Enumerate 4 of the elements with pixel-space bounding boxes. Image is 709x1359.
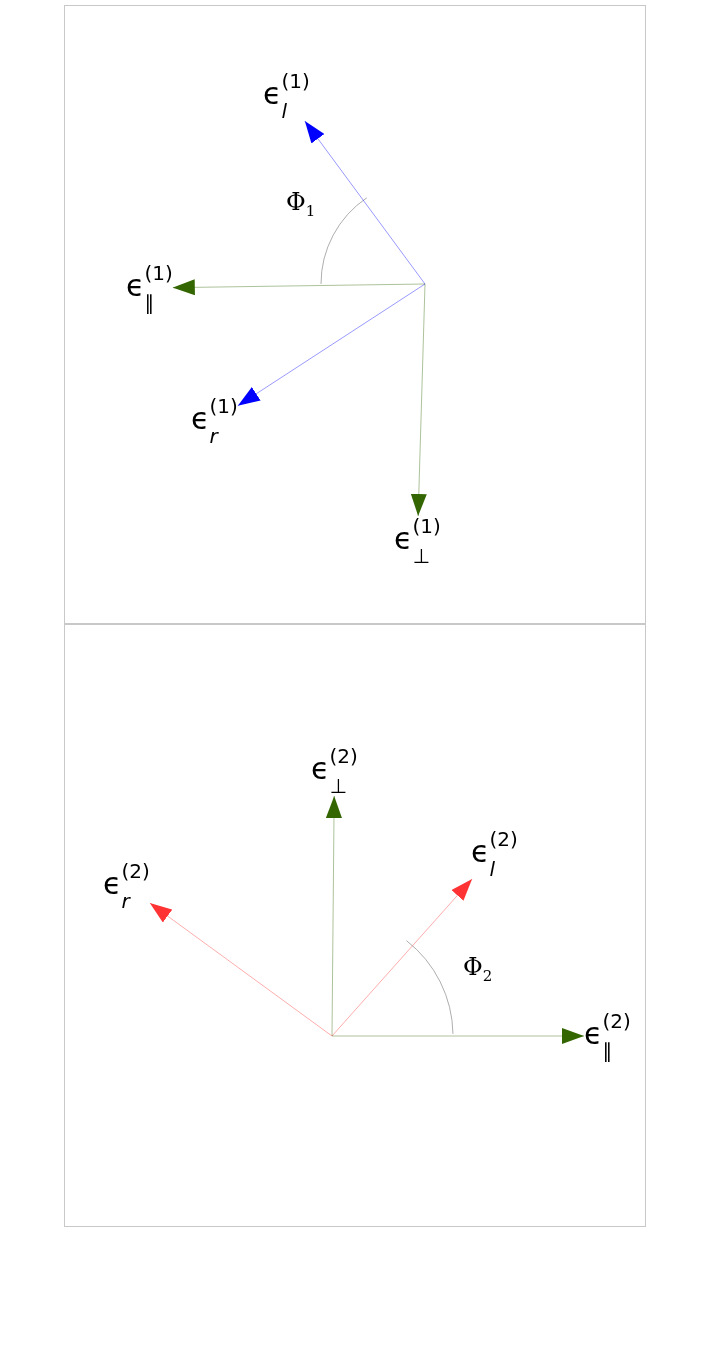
angle-label: Φ$_{2}$ [463,953,493,985]
diagram-panel [64,5,646,624]
angle-label: Φ$_{1}$ [286,188,316,220]
diagram-panel [64,624,646,1227]
